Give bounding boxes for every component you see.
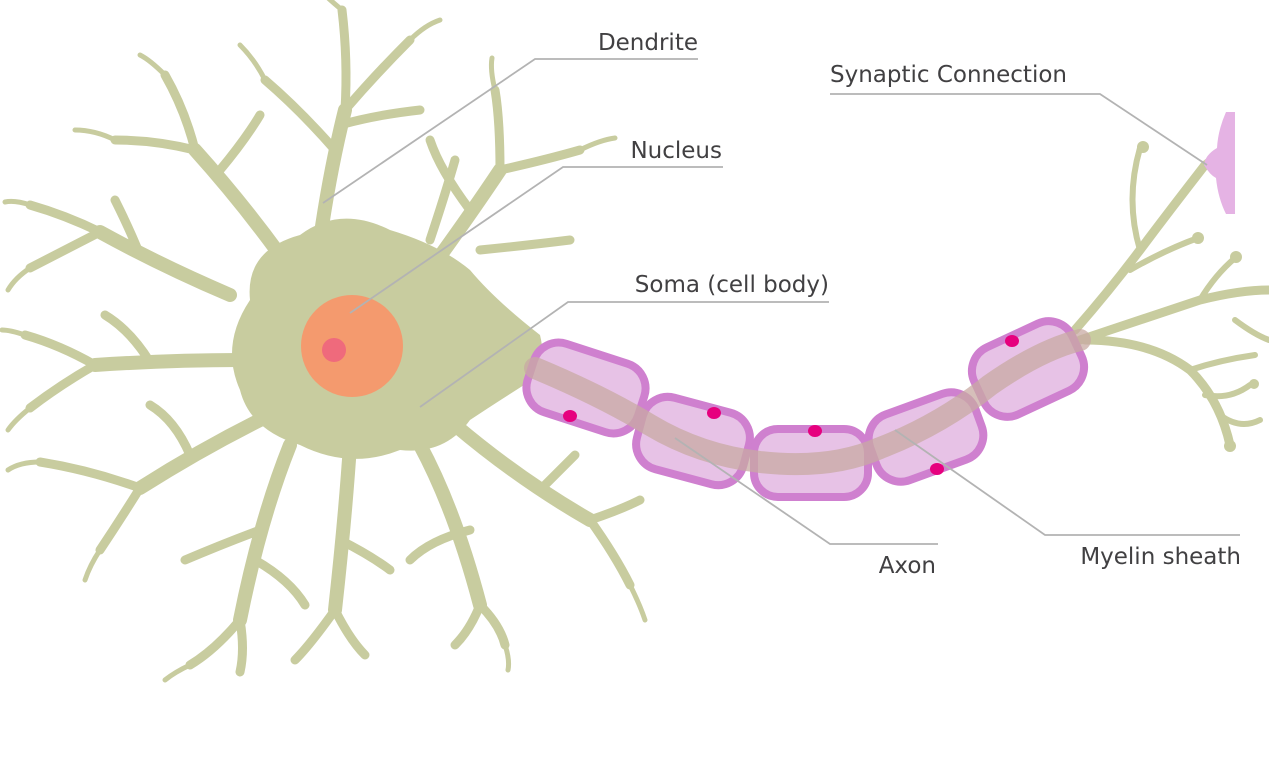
leader-lines <box>322 58 1240 545</box>
label-dendrite: Dendrite <box>598 30 698 56</box>
nucleolus-dot <box>322 338 346 362</box>
label-axon: Axon <box>879 553 936 579</box>
schwann-nuclei <box>563 335 1019 475</box>
label-myelin-sheath: Myelin sheath <box>1080 544 1241 570</box>
label-synaptic-connection: Synaptic Connection <box>830 62 1067 88</box>
axon-core <box>524 329 1091 476</box>
axon-terminal-branches <box>1070 141 1269 452</box>
dendrite-branches <box>0 0 648 683</box>
label-nucleus: Nucleus <box>630 138 722 164</box>
synapse-shape <box>1204 112 1235 214</box>
label-soma: Soma (cell body) <box>635 272 829 298</box>
nucleus-circle <box>301 295 403 397</box>
